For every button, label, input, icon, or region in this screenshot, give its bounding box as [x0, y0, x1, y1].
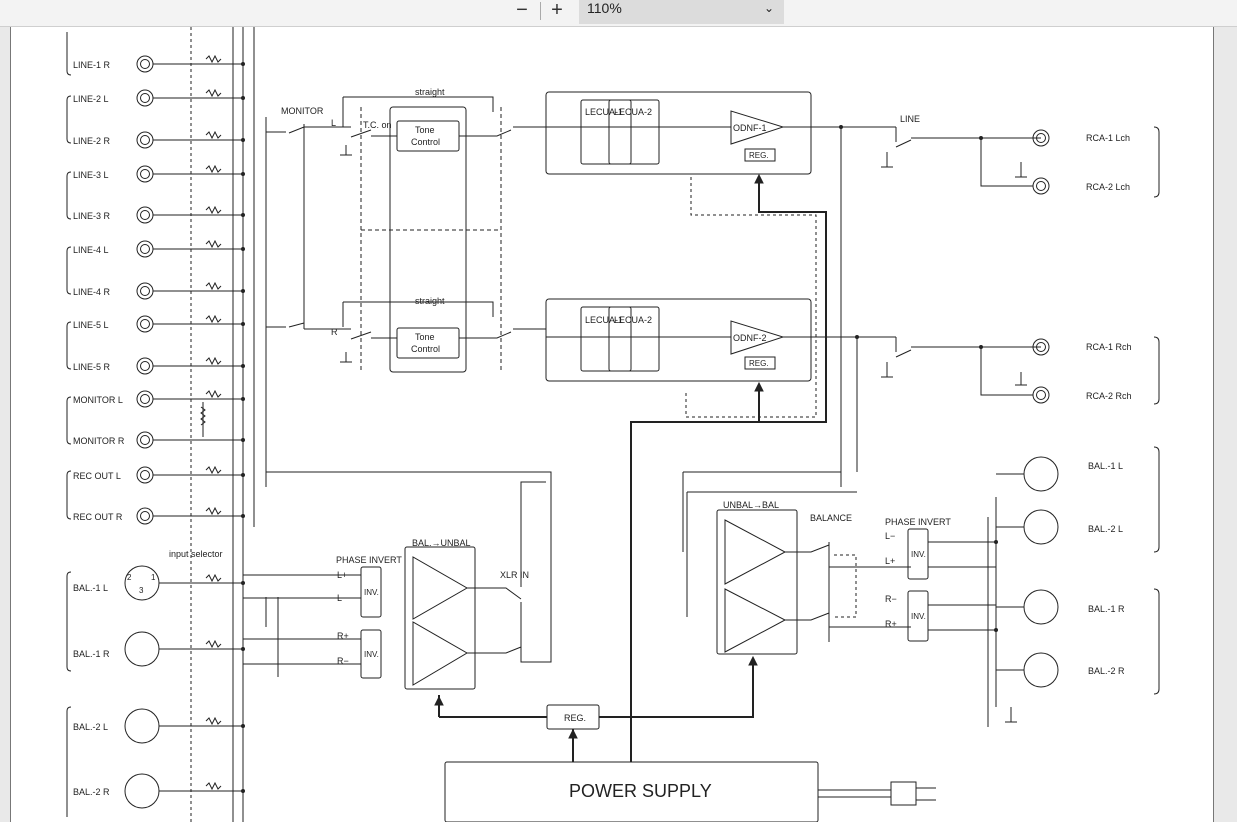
label-balance: BALANCE	[810, 513, 852, 523]
label-line3-r: LINE-3 R	[73, 211, 111, 221]
zoom-in-button[interactable]: +	[551, 0, 563, 21]
label-line5-l: LINE-5 L	[73, 320, 109, 330]
document-page: LINE-1 R LINE-2 L LINE-2 R LINE-3 L LINE…	[10, 27, 1214, 822]
label-out-r-minus: R−	[885, 594, 897, 604]
label-bal1-r: BAL.-1 R	[73, 649, 110, 659]
chevron-down-icon: ⌄	[763, 1, 774, 15]
block-diagram: LINE-1 R LINE-2 L LINE-2 R LINE-3 L LINE…	[66, 27, 1160, 822]
label-out-r-plus: R+	[885, 619, 897, 629]
label-reg-top: REG.	[749, 151, 769, 160]
label-ch-l: L	[331, 118, 336, 128]
label-rca1-lch: RCA-1 Lch	[1086, 133, 1130, 143]
label-inv-in-r: INV.	[364, 650, 379, 659]
zoom-out-button[interactable]: −	[516, 0, 528, 21]
label-rca2-lch: RCA-2 Lch	[1086, 182, 1130, 192]
label-xlr-in: XLR IN	[500, 570, 529, 580]
label-input-selector: input selector	[169, 549, 223, 559]
xlr-pin-3: 3	[139, 586, 144, 595]
zoom-select[interactable]: 110% ⌄	[579, 0, 784, 24]
label-bal2-l: BAL.-2 L	[73, 722, 108, 732]
zoom-value: 110%	[587, 0, 622, 16]
label-l-plus: L+	[337, 570, 347, 580]
label-r-plus: R+	[337, 631, 349, 641]
label-lecua2-top: LECUA-2	[614, 107, 652, 117]
label-line5-r: LINE-5 R	[73, 362, 111, 372]
tone-control-bottom-1: Tone	[415, 332, 435, 342]
xlr-pin-2: 2	[127, 573, 132, 582]
label-out-l-minus: L−	[885, 531, 895, 541]
tone-control-top-1: Tone	[415, 125, 435, 135]
label-line2-l: LINE-2 L	[73, 94, 109, 104]
label-rca1-rch: RCA-1 Rch	[1086, 342, 1132, 352]
label-line4-r: LINE-4 R	[73, 287, 111, 297]
label-line3-l: LINE-3 L	[73, 170, 109, 180]
label-inv-out-r: INV.	[911, 612, 926, 621]
label-reg-bottom: REG.	[749, 359, 769, 368]
label-power-supply: POWER SUPPLY	[569, 781, 712, 801]
label-rec-out-r: REC OUT R	[73, 512, 123, 522]
label-monitor-switch: MONITOR	[281, 106, 324, 116]
label-straight-bottom: straight	[415, 296, 445, 306]
label-inv-out-l: INV.	[911, 550, 926, 559]
label-unbal-bal: UNBAL→BAL	[723, 500, 779, 510]
label-bal2-r: BAL.-2 R	[73, 787, 110, 797]
label-rca2-rch: RCA-2 Rch	[1086, 391, 1132, 401]
label-lecua1-bottom: LECUA-1	[585, 315, 623, 325]
label-phase-invert-out: PHASE INVERT	[885, 517, 951, 527]
tone-control-top-2: Control	[411, 137, 440, 147]
label-lecua1-top: LECUA-1	[585, 107, 623, 117]
label-bal1-l: BAL.-1 L	[73, 583, 108, 593]
pdf-toolbar: − + 110% ⌄	[0, 0, 1237, 27]
label-bal-unbal: BAL.→UNBAL	[412, 538, 471, 548]
label-lecua2-bottom: LECUA-2	[614, 315, 652, 325]
label-r-minus: R−	[337, 656, 349, 666]
label-out-l-plus: L+	[885, 556, 895, 566]
label-phase-invert-in: PHASE INVERT	[336, 555, 402, 565]
label-odnf2: ODNF-2	[733, 333, 767, 343]
label-odnf1: ODNF-1	[733, 123, 767, 133]
label-bal-out2-r: BAL.-2 R	[1088, 666, 1125, 676]
tone-control-bottom-2: Control	[411, 344, 440, 354]
label-line1-r: LINE-1 R	[73, 60, 111, 70]
label-bal-out1-l: BAL.-1 L	[1088, 461, 1123, 471]
label-bal-out2-l: BAL.-2 L	[1088, 524, 1123, 534]
label-monitor-l: MONITOR L	[73, 395, 123, 405]
label-inv-in-l: INV.	[364, 588, 379, 597]
label-bal-out1-r: BAL.-1 R	[1088, 604, 1125, 614]
label-line-switch: LINE	[900, 114, 920, 124]
xlr-pin-1: 1	[151, 573, 156, 582]
label-line4-l: LINE-4 L	[73, 245, 109, 255]
label-ch-r: R	[331, 327, 338, 337]
label-tc-on: T.C. on	[363, 120, 392, 130]
label-line2-r: LINE-2 R	[73, 136, 111, 146]
label-rec-out-l: REC OUT L	[73, 471, 121, 481]
label-l-minus: L−	[337, 593, 347, 603]
label-monitor-r: MONITOR R	[73, 436, 125, 446]
label-reg-main: REG.	[564, 713, 586, 723]
toolbar-separator	[540, 2, 541, 20]
label-straight-top: straight	[415, 87, 445, 97]
